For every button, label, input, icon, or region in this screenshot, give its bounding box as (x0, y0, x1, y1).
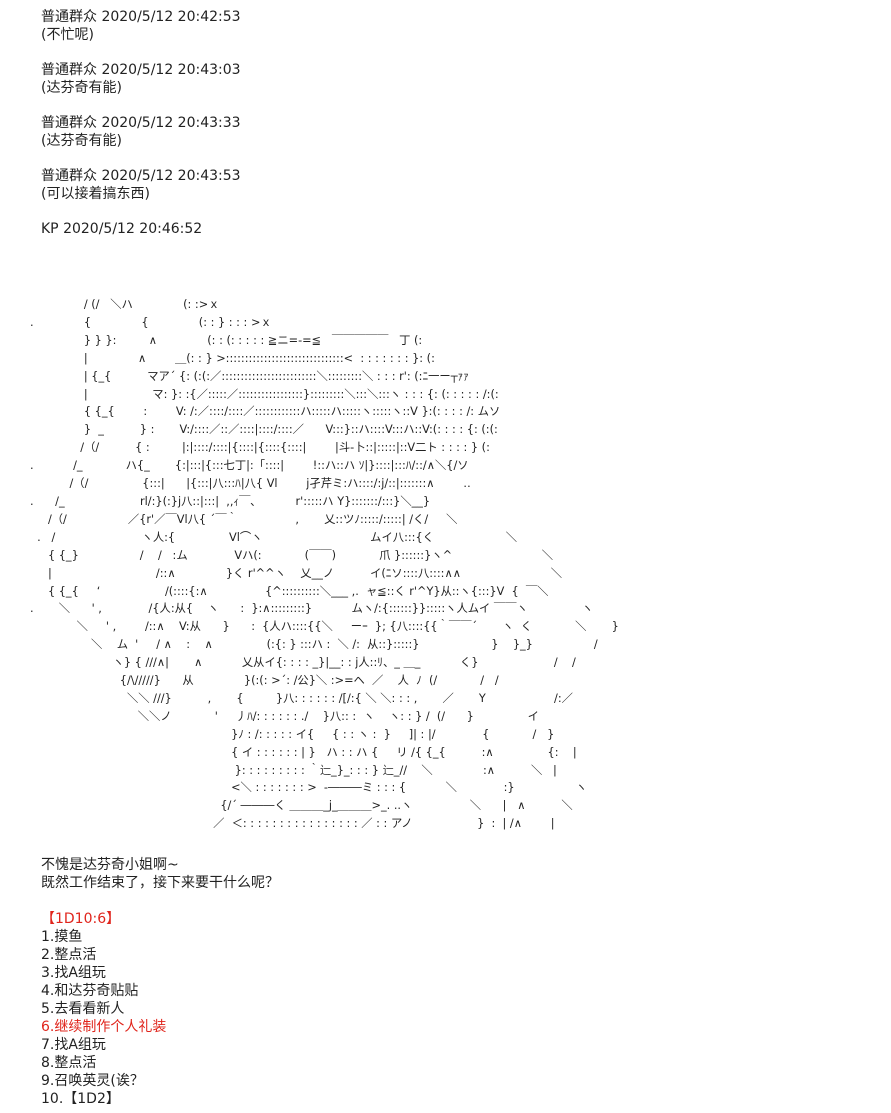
option-item: 4.和达芬奇贴贴 (41, 983, 139, 999)
ascii-art: / (/ ＼ハ (: :>ｘ . { { (: : } : : : >ｘ } }… (30, 298, 619, 831)
option-item: 8.整点活 (41, 1055, 97, 1071)
message: 普通群众 2020/5/12 20:42:53 (不忙呢) (41, 8, 881, 44)
message-body: (达芬奇有能) (41, 80, 122, 96)
question-line: 既然工作结束了，接下来要干什么呢？ (41, 875, 279, 891)
option-item: 10.【1D2】 (41, 1091, 120, 1107)
option-item: 9.召唤英灵(诶？ (41, 1073, 144, 1089)
spacer (41, 892, 279, 910)
message: 普通群众 2020/5/12 20:43:53 (可以接着搞东西) (41, 167, 881, 203)
message-body: (可以接着搞东西) (41, 186, 150, 202)
option-item: 1.摸鱼 (41, 929, 83, 945)
message-header: KP 2020/5/12 20:46:52 (41, 221, 203, 237)
option-item: 3.找A组玩 (41, 965, 106, 981)
message-header: 普通群众 2020/5/12 20:43:53 (41, 168, 241, 184)
option-item: 2.整点活 (41, 947, 97, 963)
dice-result: 【1D10:6】 (41, 911, 121, 927)
option-item: 5.去看看新人 (41, 1001, 125, 1017)
message-header: 普通群众 2020/5/12 20:43:03 (41, 62, 241, 78)
message-header: 普通群众 2020/5/12 20:42:53 (41, 9, 241, 25)
message: 普通群众 2020/5/12 20:43:03 (达芬奇有能) (41, 61, 881, 97)
message-body: (达芬奇有能) (41, 133, 122, 149)
post-art-text: 不愧是达芬奇小姐啊~ 既然工作结束了，接下来要干什么呢？ 【1D10:6】 1.… (41, 856, 279, 1108)
option-item: 7.找A组玩 (41, 1037, 106, 1053)
comment-line: 不愧是达芬奇小姐啊~ (41, 857, 179, 873)
option-item-selected: 6.继续制作个人礼装 (41, 1019, 167, 1035)
message: KP 2020/5/12 20:46:52 (41, 220, 881, 238)
message-body: (不忙呢) (41, 27, 94, 43)
message-header: 普通群众 2020/5/12 20:43:33 (41, 115, 241, 131)
message: 普通群众 2020/5/12 20:43:33 (达芬奇有能) (41, 114, 881, 150)
chat-log: 普通群众 2020/5/12 20:42:53 (不忙呢) 普通群众 2020/… (41, 8, 881, 255)
